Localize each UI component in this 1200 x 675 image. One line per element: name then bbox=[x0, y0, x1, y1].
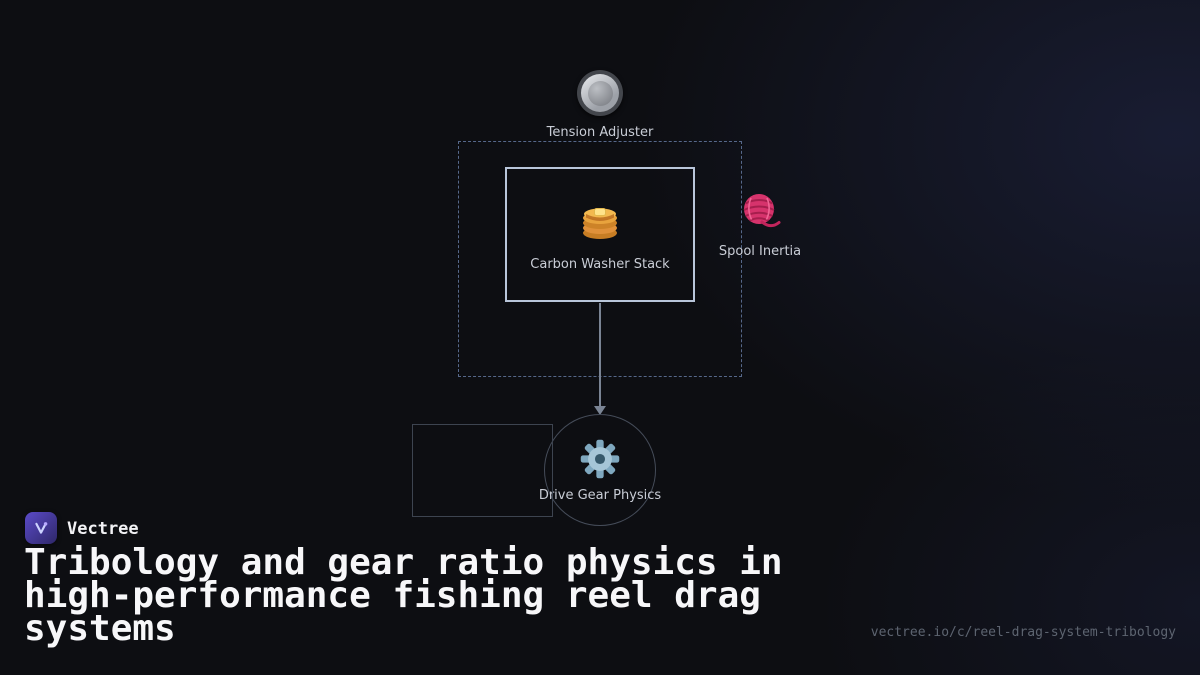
gear-icon bbox=[578, 437, 622, 485]
knob-icon bbox=[577, 70, 623, 116]
washer-to-gear-connector bbox=[599, 303, 601, 407]
tension-adjuster-label: Tension Adjuster bbox=[546, 125, 654, 140]
brand-name: Vectree bbox=[67, 519, 139, 539]
drive-gear-physics-label: Drive Gear Physics bbox=[538, 488, 662, 503]
spool-inertia-label: Spool Inertia bbox=[718, 244, 802, 259]
page-title: Tribology and gear ratio physics in high… bbox=[24, 542, 783, 649]
carbon-washer-stack-label: Carbon Washer Stack bbox=[530, 256, 670, 272]
yarn-ball-icon bbox=[738, 190, 782, 238]
pancake-stack-icon bbox=[576, 198, 624, 250]
page-url: vectree.io/c/reel-drag-system-tribology bbox=[870, 625, 1176, 640]
drive-gear-physics-node: Drive Gear Physics bbox=[539, 414, 661, 526]
vectree-logo-icon bbox=[25, 512, 57, 544]
carbon-washer-stack-node: Carbon Washer Stack bbox=[505, 167, 695, 302]
empty-placeholder-box bbox=[412, 424, 553, 517]
tension-adjuster-node bbox=[577, 70, 623, 116]
spool-inertia-node: Spool Inertia bbox=[700, 190, 820, 259]
arrow-head bbox=[594, 406, 606, 415]
